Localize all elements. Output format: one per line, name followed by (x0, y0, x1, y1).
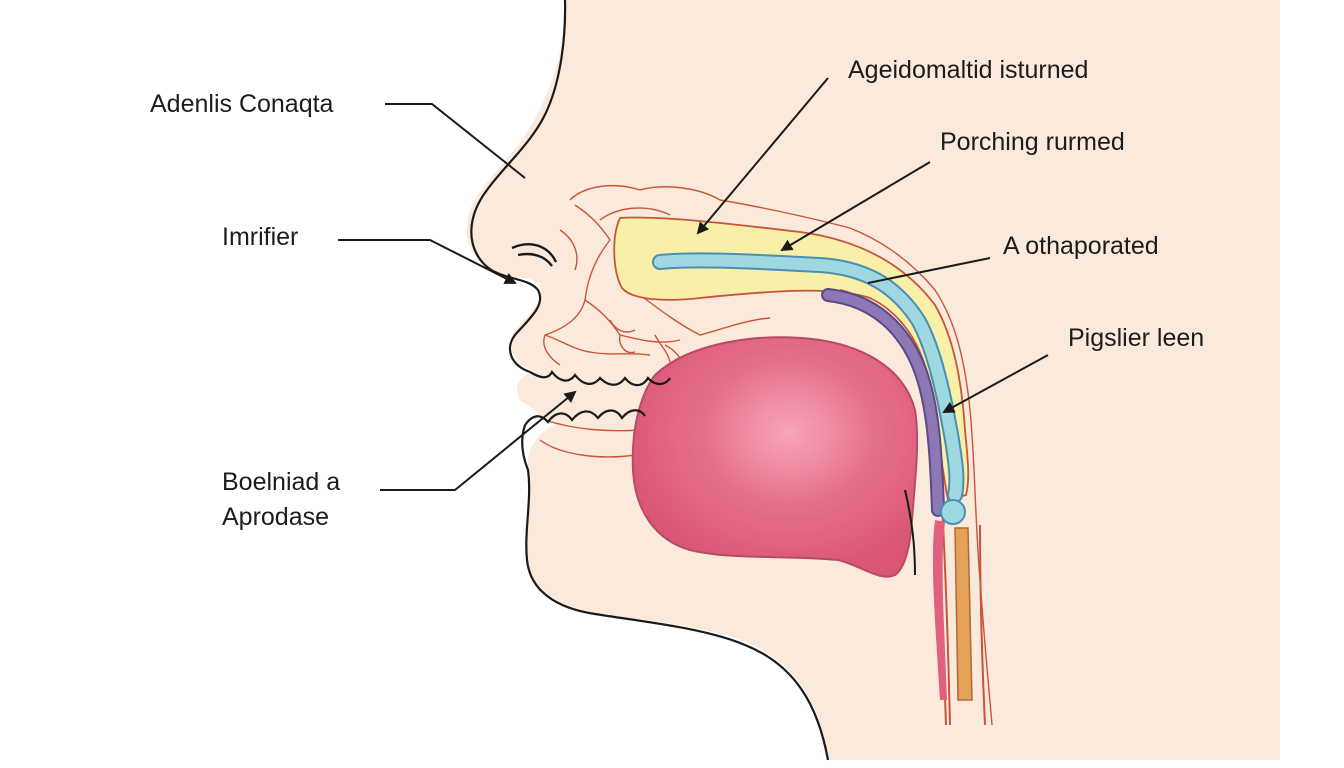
leader-lines (338, 77, 1049, 491)
lower-teeth (524, 409, 646, 426)
label-left-mid: Imrifier (222, 223, 298, 251)
leader-top-left (385, 103, 526, 179)
leader-right-3 (867, 257, 991, 284)
label-bottom-left-line1: Boelniad a (222, 468, 340, 496)
label-right-4: Pigslier leen (1068, 324, 1204, 352)
label-right-2: Porching rurmed (940, 128, 1125, 156)
tongue (631, 336, 919, 578)
leader-right-4 (942, 354, 1049, 413)
leader-right-2 (780, 161, 931, 252)
label-top-right: Ageidomaltid isturned (848, 56, 1088, 84)
cyan-channel-fill (654, 254, 963, 501)
leader-top-right (696, 77, 829, 235)
tube-bubble (940, 499, 966, 525)
chin-neck-outline (521, 424, 830, 761)
label-right-3: A othaporated (1003, 232, 1159, 260)
orange-tube (954, 527, 973, 701)
leader-bottom-left (380, 390, 577, 491)
pink-tube (932, 520, 947, 700)
nostril (511, 243, 558, 267)
upper-teeth (529, 369, 671, 387)
label-top-left: Adenlis Conaqta (150, 90, 334, 118)
tongue-rear (904, 489, 916, 576)
leader-left-mid (338, 239, 517, 284)
label-bottom-left-line2: Aprodase (222, 503, 329, 531)
purple-tube (823, 290, 943, 515)
face-profile-outline (470, 0, 567, 374)
